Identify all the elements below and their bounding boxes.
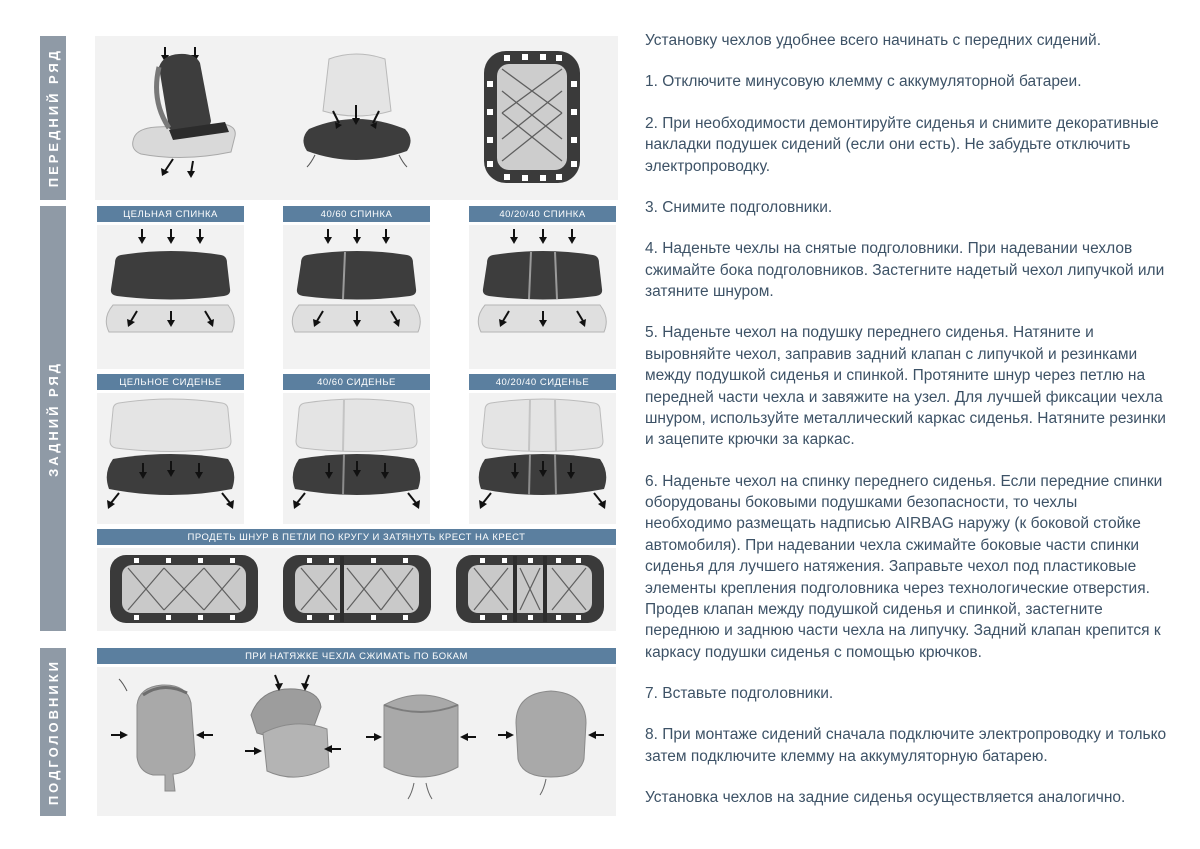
instruction-step-8: 8. При монтаже сидений сначала подключит… (645, 726, 1167, 765)
label-40-60-cushion-text: 40/60 СИДЕНЬЕ (317, 376, 396, 388)
label-40-20-40-backrest: 40/20/40 СПИНКА (469, 206, 616, 222)
back-seatback-40-60-illustration (291, 229, 421, 333)
label-lacing-text: ПРОДЕТЬ ШНУР В ПЕТЛИ ПО КРУГУ И ЗАТЯНУТЬ… (187, 531, 526, 543)
instruction-step-6: 6. Наденьте чехол на спинку переднего си… (645, 472, 1163, 661)
front-row-side-label: ПЕРЕДНИЙ РЯД (40, 36, 66, 200)
instructions-outro: Установка чехлов на задние сиденья осуще… (645, 789, 1126, 807)
front-seatback-cover-illustration (132, 47, 236, 178)
label-40-20-40-backrest-text: 40/20/40 СПИНКА (499, 208, 586, 220)
label-40-60-backrest-text: 40/60 СПИНКА (320, 208, 393, 220)
instruction-step-7: 7. Вставьте подголовники. (645, 685, 834, 702)
front-cover-lacing-illustration (483, 51, 580, 183)
instruction-step-2: 2. При необходимости демонтируйте сидень… (645, 114, 1159, 175)
headrest-rounded-cover-illustration (498, 689, 605, 795)
back-seatback-solid-illustration (105, 229, 235, 333)
headrest-cover-pull-illustration (110, 678, 213, 791)
headrests-side-label: ПОДГОЛОВНИКИ (40, 648, 66, 816)
back-seatback-40-20-40-panel (469, 225, 616, 369)
label-40-60-backrest: 40/60 СПИНКА (283, 206, 430, 222)
instruction-step-4: 4. Наденьте чехлы на снятые подголовники… (645, 240, 1165, 300)
headrests-side-label-text: ПОДГОЛОВНИКИ (45, 658, 61, 806)
front-row-panel (95, 36, 618, 200)
instructions-intro: Установку чехлов удобнее всего начинать … (645, 32, 1102, 49)
back-cushion-solid-panel (97, 393, 244, 524)
lacing-40-20-40-illustration (455, 554, 604, 623)
back-cushion-40-60-panel (283, 393, 430, 524)
back-seatback-40-60-panel (283, 225, 430, 369)
label-headrest-squeeze: ПРИ НАТЯЖКЕ ЧЕХЛА СЖИМАТЬ ПО БОКАМ (97, 648, 616, 664)
label-headrest-squeeze-text: ПРИ НАТЯЖКЕ ЧЕХЛА СЖИМАТЬ ПО БОКАМ (245, 650, 468, 662)
label-40-20-40-cushion-text: 40/20/40 СИДЕНЬЕ (495, 376, 590, 388)
front-cushion-cover-illustration (303, 53, 412, 168)
instructions-column: Установку чехлов удобнее всего начинать … (645, 30, 1167, 829)
label-solid-cushion: ЦЕЛЬНОЕ СИДЕНЬЕ (97, 374, 244, 390)
label-solid-backrest: ЦЕЛЬНАЯ СПИНКА (97, 206, 244, 222)
lacing-solid-illustration (109, 554, 258, 623)
back-cushion-40-60-illustration (292, 398, 421, 509)
instruction-step-3: 3. Снимите подголовники. (645, 198, 833, 216)
label-solid-cushion-text: ЦЕЛЬНОЕ СИДЕНЬЕ (119, 376, 222, 388)
back-seatback-solid-panel (97, 225, 244, 369)
front-row-side-label-text: ПЕРЕДНИЙ РЯД (45, 48, 61, 188)
lacing-40-60-illustration (282, 554, 431, 623)
instruction-step-1: 1. Отключите минусовую клемму с аккумуля… (645, 73, 1082, 91)
back-seatback-40-20-40-illustration (477, 229, 607, 333)
label-40-60-cushion: 40/60 СИДЕНЬЕ (283, 374, 430, 390)
lacing-panel (97, 548, 616, 631)
label-solid-backrest-text: ЦЕЛЬНАЯ СПИНКА (123, 208, 218, 220)
back-cushion-40-20-40-panel (469, 393, 616, 524)
back-cushion-40-20-40-illustration (478, 398, 607, 509)
headrest-cover-folded-illustration (244, 674, 341, 778)
back-row-side-label: ЗАДНИЙ РЯД (40, 206, 66, 631)
label-lacing: ПРОДЕТЬ ШНУР В ПЕТЛИ ПО КРУГУ И ЗАТЯНУТЬ… (97, 529, 616, 545)
headrest-barrel-cover-illustration (366, 694, 477, 799)
back-row-side-label-text: ЗАДНИЙ РЯД (45, 360, 61, 477)
headrests-panel (97, 667, 616, 816)
back-cushion-solid-illustration (106, 398, 235, 509)
label-40-20-40-cushion: 40/20/40 СИДЕНЬЕ (469, 374, 616, 390)
instruction-step-5: 5. Наденьте чехол на подушку переднего с… (645, 324, 1166, 449)
